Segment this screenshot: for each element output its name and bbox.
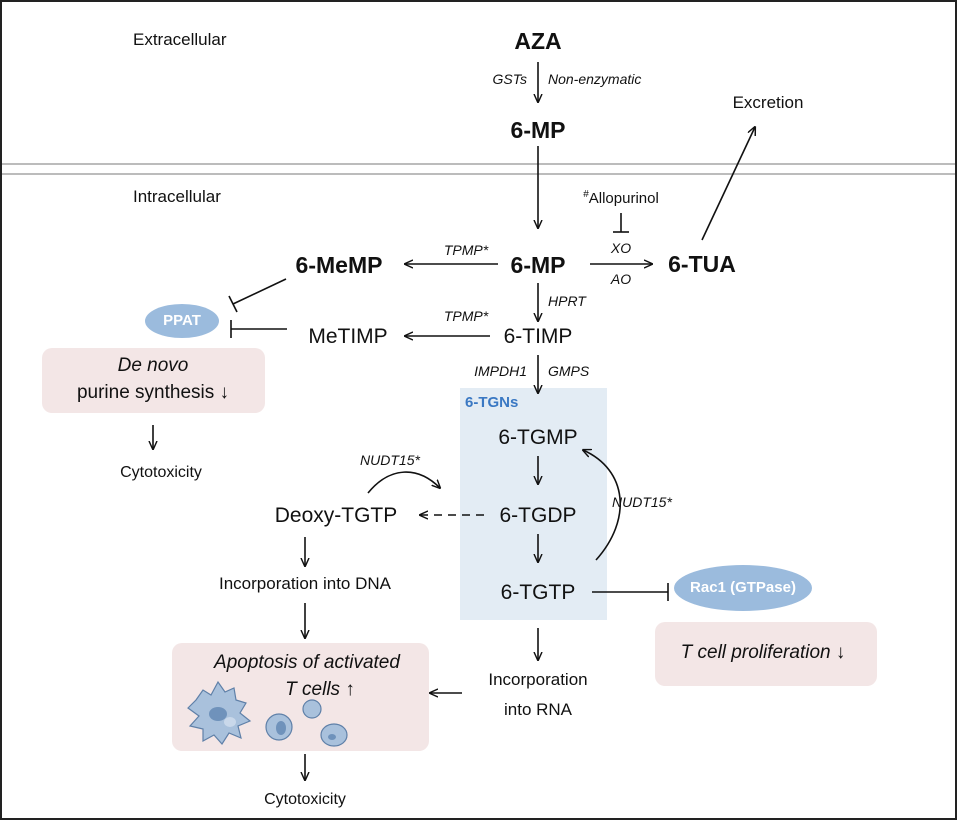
gmps-enzyme: GMPS	[548, 363, 590, 379]
metimp-label: MeTIMP	[308, 325, 388, 348]
incorporation-rna-label-2: into RNA	[503, 700, 573, 719]
nudt15-enzyme-left: NUDT15*	[360, 452, 420, 468]
t-cell-box	[655, 622, 877, 686]
inhibit-allopurinol-xo	[613, 213, 629, 233]
arrow-6tgtp-to-6tgmp	[583, 450, 621, 561]
6timp-label: 6-TIMP	[503, 325, 573, 348]
ppat-label: PPAT	[163, 312, 201, 329]
xo-enzyme: XO	[610, 240, 632, 256]
6tgmp-label: 6-TGMP	[498, 426, 578, 449]
allopurinol-marker: #	[583, 189, 589, 200]
non-enzymatic-label: Non-enzymatic	[548, 71, 642, 87]
cytotoxicity-label-2: Cytotoxicity	[264, 791, 346, 808]
rac1-label: Rac1 (GTPase)	[690, 579, 796, 596]
apoptosis-label-2: T cells ↑	[285, 679, 355, 700]
t-cell-illustration	[187, 680, 348, 747]
de-novo-label: De novo	[117, 355, 189, 376]
gsts-enzyme: GSTs	[492, 71, 528, 87]
cell-membrane	[2, 163, 955, 175]
6tua-label: 6-TUA	[668, 251, 736, 277]
aza-label: AZA	[514, 28, 562, 54]
allopurinol-label: #Allopurinol	[583, 189, 659, 207]
rac1-oval	[674, 565, 812, 611]
excretion-label: Excretion	[732, 93, 804, 112]
tpmp-enzyme-1: TPMP*	[443, 242, 489, 258]
extracellular-label: Extracellular	[133, 30, 227, 49]
impdh1-enzyme: IMPDH1	[474, 363, 527, 379]
inhibit-6memp-ppat	[228, 278, 287, 313]
incorporation-dna-label: Incorporation into DNA	[219, 574, 391, 593]
inhibit-6tgtp-rac1	[592, 583, 669, 601]
6tgdp-label: 6-TGDP	[499, 504, 577, 527]
ao-enzyme: AO	[610, 271, 632, 287]
deoxy-tgtp-label: Deoxy-TGTP	[274, 504, 398, 527]
tpmp-enzyme-2: TPMP*	[443, 308, 489, 324]
ppat-oval	[145, 304, 219, 338]
incorporation-rna-label-1: Incorporation	[488, 670, 588, 689]
inhibit-metimp-ppat	[230, 320, 287, 338]
arrow-6tua-to-excretion	[701, 127, 755, 241]
tgns-region	[460, 388, 607, 620]
de-novo-box	[42, 348, 265, 413]
hprt-enzyme: HPRT	[548, 293, 586, 309]
arrow-nudt15-curve	[367, 471, 440, 494]
t-cell-proliferation-label: T cell proliferation ↓	[680, 642, 846, 663]
nudt15-enzyme-right: NUDT15*	[612, 494, 672, 510]
allopurinol-name: Allopurinol	[588, 190, 659, 207]
intracellular-label: Intracellular	[133, 187, 221, 206]
6mp-extracellular-label: 6-MP	[510, 117, 566, 143]
apoptosis-label-1: Apoptosis of activated	[214, 652, 400, 673]
purine-synthesis-label: purine synthesis ↓	[76, 382, 230, 403]
cytotoxicity-label-1: Cytotoxicity	[120, 464, 202, 481]
6tgtp-label: 6-TGTP	[500, 581, 576, 604]
6tgns-group-label: 6-TGNs	[465, 394, 519, 411]
6memp-label: 6-MeMP	[295, 252, 383, 278]
6mp-intracellular-label: 6-MP	[510, 252, 566, 278]
